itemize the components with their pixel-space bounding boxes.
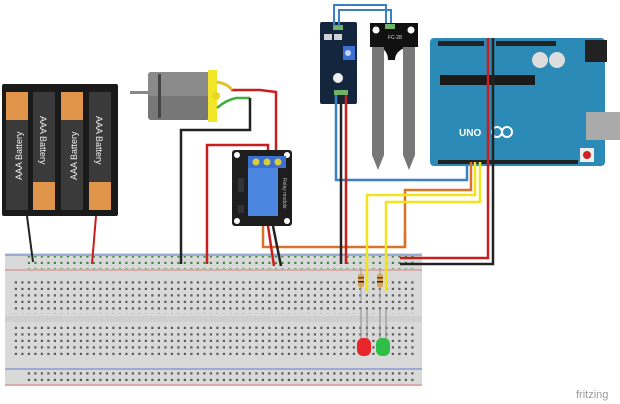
led-red [357, 310, 371, 356]
top-power-rail [24, 256, 414, 269]
arduino-gnd-wire [400, 38, 495, 266]
dc-motor [130, 70, 220, 122]
motor-lead-green [216, 96, 250, 109]
probe-wire-1 [333, 4, 387, 26]
soil-sensor-module [320, 22, 357, 104]
led-red-signal-wire [365, 162, 477, 292]
motor-ground-wire [179, 98, 252, 264]
bottom-power-rail [24, 371, 414, 384]
relay-module: Relay module [232, 150, 292, 226]
battery-cell: AAA Battery [89, 92, 111, 210]
battery-label: AAA Battery [69, 131, 79, 180]
resistor [377, 268, 383, 300]
terminal-rows-top [12, 281, 417, 314]
relay-vcc-wire [266, 225, 276, 267]
battery-cell: AAA Battery [33, 92, 55, 210]
sensor-signal-wire [334, 95, 469, 182]
battery-label: AAA Battery [94, 116, 104, 165]
arduino-relay-signal-wire [403, 162, 473, 247]
soil-probe: FC-28 [370, 23, 418, 170]
probe-label: FC-28 [388, 35, 402, 41]
arduino-uno: UNO [430, 38, 620, 166]
led-green [376, 310, 390, 356]
relay-signal-wire [261, 226, 407, 249]
battery-power-wire [91, 215, 97, 265]
battery-label: AAA Battery [38, 116, 48, 165]
probe-wire-2 [338, 9, 392, 26]
breadboard [5, 253, 422, 386]
battery-ground-wire [26, 215, 34, 263]
battery-label: AAA Battery [14, 131, 24, 180]
motor-lead-yellow [216, 80, 234, 91]
relay-gnd-wire [271, 225, 283, 267]
relay-label: Relay module [281, 178, 287, 209]
fritzing-watermark: fritzing [576, 389, 608, 401]
led-green-signal-wire [384, 162, 482, 292]
battery-cell: AAA Battery [6, 92, 28, 210]
resistor [358, 268, 364, 300]
arduino-5v-wire [400, 38, 490, 260]
terminal-rows-bottom [12, 326, 417, 359]
center-channel [5, 316, 422, 322]
battery-pack: AAA Battery AAA Battery AAA Battery AAA … [2, 84, 118, 216]
battery-cell: AAA Battery [61, 92, 83, 210]
arduino-logo-text: UNO [459, 128, 481, 139]
